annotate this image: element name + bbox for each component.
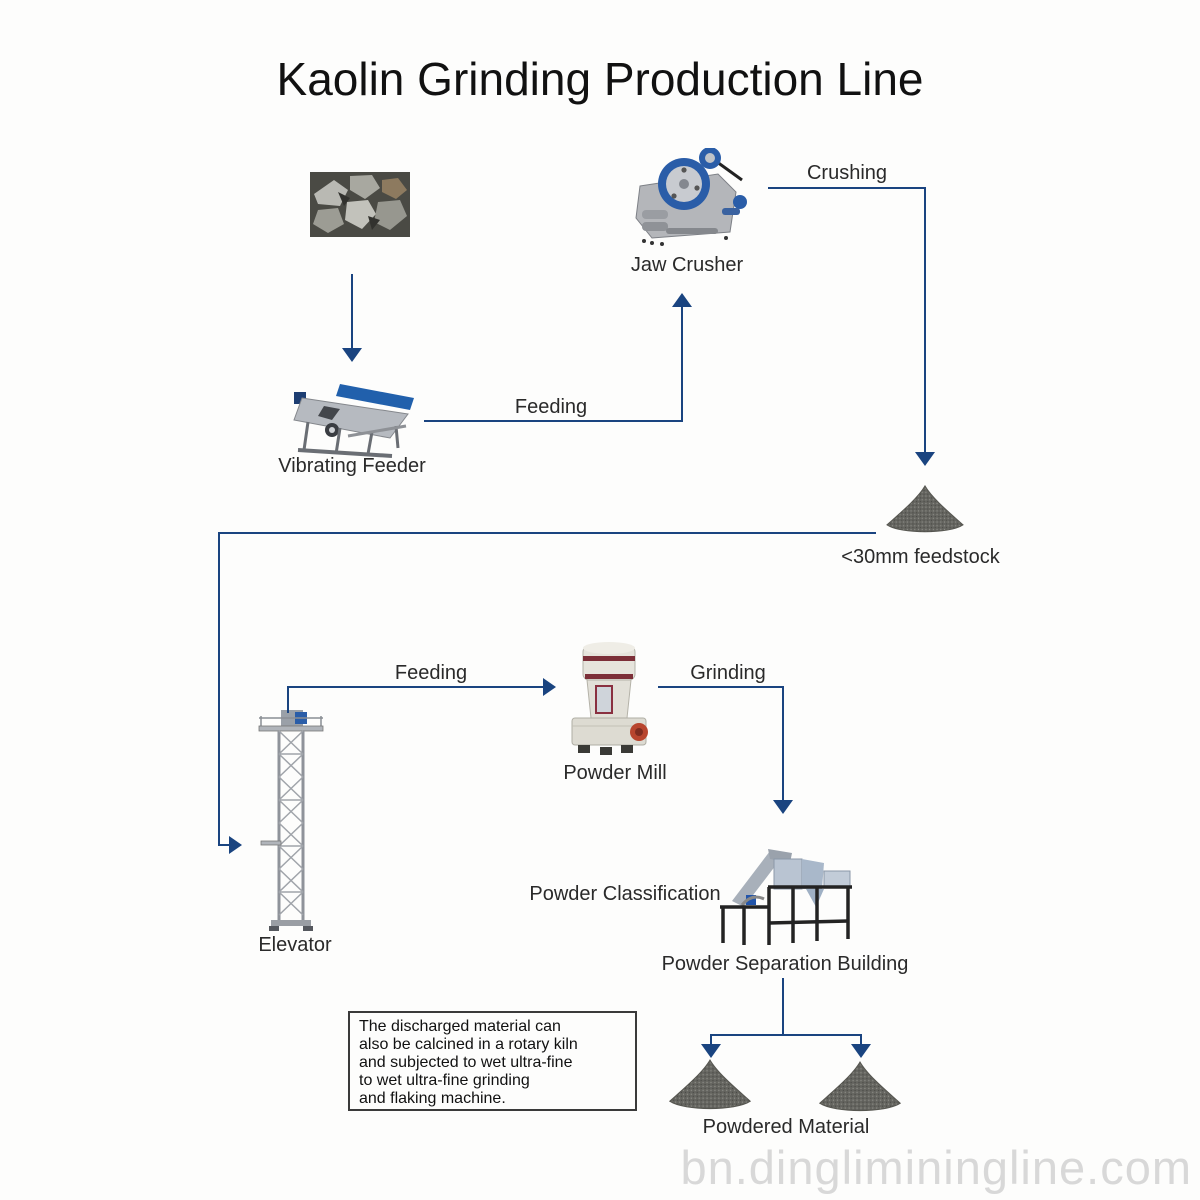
grinding-line-h: [658, 686, 784, 688]
note-line: to wet ultra-fine grinding: [359, 1072, 530, 1089]
feeding-to-mill-arrowhead: [543, 678, 556, 696]
separation-building-icon: [720, 849, 852, 945]
crushing-line-h: [768, 187, 926, 189]
page-title: Kaolin Grinding Production Line: [276, 53, 924, 105]
feeding-to-crusher-label: Feeding: [514, 396, 588, 418]
jaw-crusher-label: Jaw Crusher: [630, 254, 744, 276]
material-pile-icon: [668, 1058, 752, 1110]
rock-pile-icon: [310, 172, 410, 237]
feeding-to-crusher-line-v: [681, 307, 683, 422]
powder-classification-label: Powder Classification: [529, 883, 721, 905]
raw-to-feeder-line: [351, 274, 353, 350]
vibrating-feeder-icon: [293, 384, 414, 458]
feedstock-to-elevator-line-h: [219, 532, 876, 534]
feedstock-to-elevator-arrowhead: [229, 836, 242, 854]
elevator-label: Elevator: [258, 934, 332, 956]
feeding-to-crusher-arrowhead: [672, 293, 692, 307]
split-left-arrowhead: [701, 1044, 721, 1058]
note-box: The discharged material can also be calc…: [348, 1011, 637, 1111]
grinding-arrowhead: [773, 800, 793, 814]
grinding-label: Grinding: [690, 662, 766, 684]
split-right-stub: [860, 1034, 862, 1046]
material-pile-icon: [886, 484, 964, 533]
vibrating-feeder-label: Vibrating Feeder: [278, 455, 426, 477]
feeding-to-crusher-line-h: [424, 420, 683, 422]
powdered-material-pile-left: [666, 1058, 754, 1118]
material-pile-icon: [818, 1060, 902, 1112]
jaw-crusher-image: [622, 147, 762, 253]
feedstock-to-elevator-line-stub: [218, 844, 231, 846]
crushing-arrowhead: [915, 452, 935, 466]
crushing-label: Crushing: [806, 162, 888, 184]
crushing-line-v: [924, 187, 926, 453]
bucket-elevator-icon: [258, 710, 324, 931]
separation-building-label: Powder Separation Building: [661, 953, 909, 975]
powdered-material-pile-right: [816, 1060, 904, 1120]
split-left-stub: [710, 1034, 712, 1046]
grinding-mill-icon: [571, 642, 648, 755]
note-line: also be calcined in a rotary kiln: [359, 1036, 578, 1053]
note-line: and flaking machine.: [359, 1090, 506, 1107]
powder-mill-label: Powder Mill: [563, 762, 667, 784]
powdered-material-label: Powdered Material: [702, 1116, 870, 1138]
feedstock-to-elevator-line-v: [218, 532, 220, 846]
separation-building-image: [712, 843, 860, 956]
raw-material-image: [310, 172, 410, 242]
raw-to-feeder-arrowhead: [342, 348, 362, 362]
feeding-to-mill-line-h: [287, 686, 543, 688]
grinding-line-v: [782, 686, 784, 802]
note-line: The discharged material can: [359, 1018, 561, 1035]
note-line: and subjected to wet ultra-fine: [359, 1054, 573, 1071]
feedstock-label: <30mm feedstock: [841, 546, 1000, 568]
split-line-h: [710, 1034, 862, 1036]
split-right-arrowhead: [851, 1044, 871, 1058]
feedstock-pile-image: [883, 484, 967, 541]
elevator-image: [255, 708, 327, 940]
vibrating-feeder-image: [288, 378, 420, 463]
split-line-v: [782, 978, 784, 1036]
jaw-crusher-icon: [635, 147, 747, 246]
feeding-to-mill-label: Feeding: [394, 662, 468, 684]
powder-mill-image: [560, 640, 658, 763]
watermark: bn.dingliminingline.com: [680, 1141, 1192, 1194]
feeding-to-mill-line-v: [287, 687, 289, 713]
